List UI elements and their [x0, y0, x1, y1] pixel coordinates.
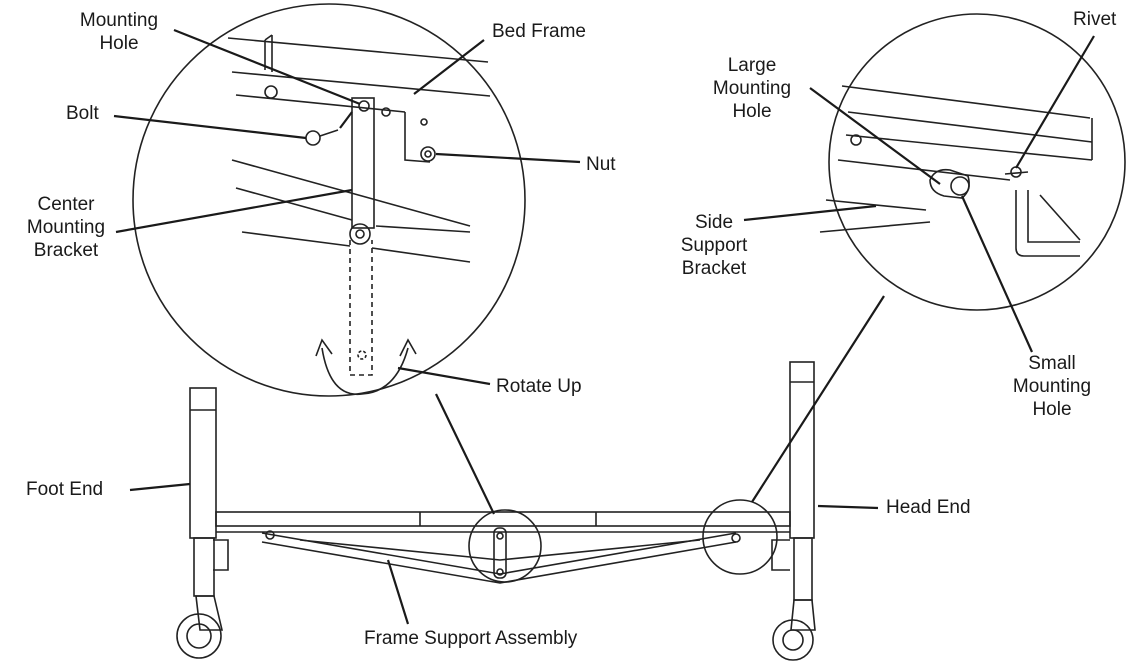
head-end-post — [771, 361, 816, 661]
side-bracket-magnified-view — [819, 13, 1126, 311]
label-side-line1: Side — [694, 212, 734, 233]
label-foot-end: Foot End — [26, 479, 104, 500]
center-detail-circle — [468, 509, 542, 583]
bed-frame-rail — [215, 511, 791, 533]
label-side-support-bracket: Side Support Bracket — [664, 211, 764, 280]
label-center-line3: Bracket — [33, 240, 99, 261]
label-rotate-up: Rotate Up — [496, 376, 582, 397]
label-side-line3: Bracket — [681, 258, 747, 279]
label-small-mounting-hole: Small Mounting Hole — [1000, 352, 1104, 421]
label-side-line2: Support — [680, 235, 748, 256]
label-center-line2: Mounting — [26, 217, 106, 238]
side-detail-circle — [702, 499, 778, 575]
bed-frame-assembly — [176, 361, 816, 661]
label-bolt: Bolt — [66, 103, 99, 124]
label-small-line2: Mounting — [1012, 376, 1092, 397]
label-rivet: Rivet — [1073, 9, 1117, 30]
label-large-line2: Mounting — [712, 78, 792, 99]
label-center-line1: Center — [37, 194, 95, 215]
label-small-line1: Small — [1028, 353, 1076, 374]
label-large-line3: Hole — [732, 101, 772, 122]
label-bed-frame: Bed Frame — [492, 21, 586, 42]
label-mounting-hole-line1: Mounting — [79, 10, 159, 31]
foot-end-post — [176, 387, 229, 659]
label-mounting-hole-line2: Hole — [99, 33, 139, 54]
leader-lines — [113, 28, 1095, 625]
label-large-mounting-hole: Large Mounting Hole — [694, 54, 810, 123]
label-center-mounting-bracket: Center Mounting Bracket — [18, 193, 114, 262]
center-bracket-magnified-view — [132, 3, 526, 397]
label-head-end: Head End — [886, 497, 971, 518]
label-large-line1: Large — [727, 55, 777, 76]
label-frame-support-assembly: Frame Support Assembly — [364, 628, 578, 649]
frame-support-assembly — [261, 527, 741, 584]
label-small-line3: Hole — [1032, 399, 1072, 420]
label-nut: Nut — [586, 154, 616, 175]
label-mounting-hole: Mounting Hole — [68, 9, 170, 55]
